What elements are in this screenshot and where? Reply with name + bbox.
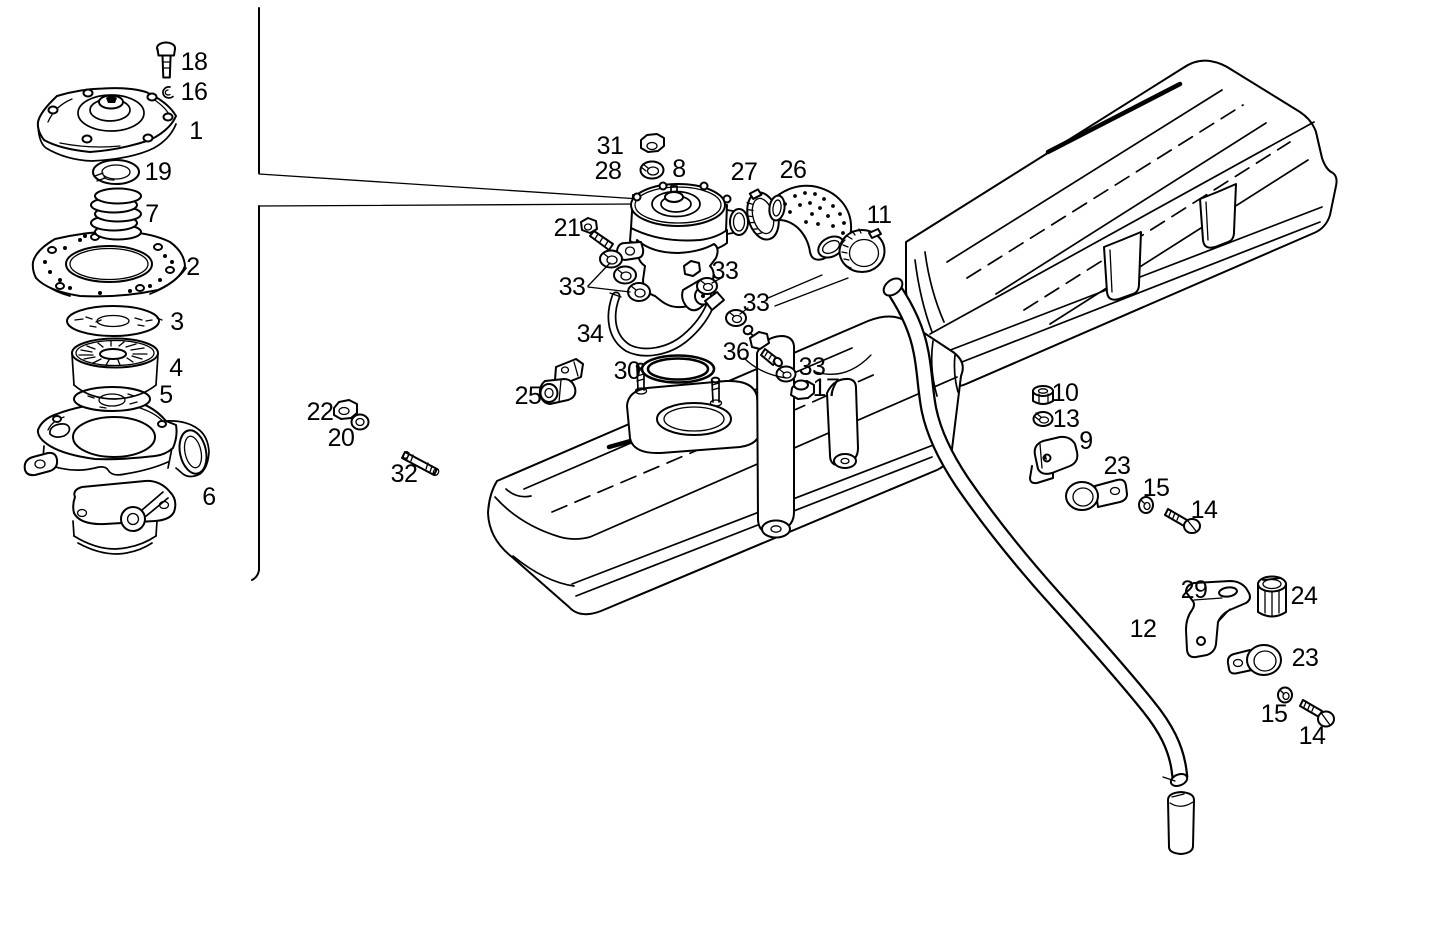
part-31-nut (640, 133, 665, 153)
part-6-pump-body (23, 399, 210, 555)
right-hardware (1029, 385, 1335, 728)
elbow-stipple (783, 191, 846, 235)
part-11-clamp-ring (838, 228, 886, 273)
part-label-7-4: 7 (145, 200, 158, 228)
part-label-34-22: 34 (577, 320, 604, 348)
leader-lines (587, 262, 872, 379)
part-label-23-32: 23 (1104, 452, 1131, 480)
part-28-washer (639, 160, 665, 180)
part-label-32-28: 32 (391, 460, 418, 488)
cover-strap-left (756, 335, 795, 539)
part-label-5-8: 5 (159, 381, 172, 409)
part-18-bolt (156, 41, 176, 79)
part-1-top-cover (36, 87, 177, 162)
part-label-6-9: 6 (202, 483, 215, 511)
cover-strap-right (826, 377, 859, 469)
part-10-nut (1032, 385, 1054, 405)
part-label-4-7: 4 (169, 354, 183, 382)
part-label-22-26: 22 (307, 398, 334, 426)
part-label-33-17: 33 (559, 273, 586, 301)
part-label-2-5: 2 (186, 253, 199, 281)
part-14-bolt-lower (1299, 699, 1335, 728)
part-32-stud (401, 451, 440, 476)
part-33-washer-mid (696, 277, 718, 295)
part-label-14-34: 14 (1191, 496, 1218, 524)
part-9-bracket (1029, 435, 1079, 485)
valve-cover-front (487, 315, 964, 616)
part-label-30-23: 30 (614, 357, 641, 385)
part-13-washer (1032, 411, 1054, 427)
part-label-33-18: 33 (712, 257, 739, 285)
part-33-washer-cover (775, 365, 797, 383)
part-label-13-30: 13 (1053, 405, 1080, 433)
part-36-breather-valve (742, 324, 783, 368)
part-17-cap-nut (790, 379, 815, 400)
part-22-nut (333, 399, 358, 420)
part-label-8-12: 8 (672, 155, 685, 183)
part-label-24-36: 24 (1291, 582, 1318, 610)
part-label-16-1: 16 (181, 78, 208, 106)
part-label-31-10: 31 (597, 132, 624, 160)
part-25-fitting (538, 358, 584, 405)
part-label-15-38: 15 (1261, 700, 1288, 728)
valve-cover-rear (905, 59, 1338, 388)
part-label-29-35: 29 (1181, 576, 1208, 604)
part-24-sleeve (1257, 575, 1287, 618)
part-label-17-21: 17 (813, 374, 840, 402)
part-label-12-40: 12 (1130, 615, 1157, 643)
part-label-33-19: 33 (743, 289, 770, 317)
detail-separator (251, 7, 641, 581)
part-label-20-27: 20 (328, 424, 355, 452)
part-33-washers-upper (599, 249, 651, 302)
part-15-washer-lower (1277, 686, 1293, 704)
part-label-18-0: 18 (181, 48, 208, 76)
part-8-breather-pump (616, 181, 749, 312)
part-label-14-39: 14 (1299, 722, 1326, 750)
part-label-3-6: 3 (170, 308, 183, 336)
part-7-spring (90, 187, 142, 241)
part-29-bracket (1185, 580, 1251, 659)
part-label-33-20: 33 (799, 353, 826, 381)
part-label-19-3: 19 (145, 158, 172, 186)
part-label-23-37: 23 (1292, 644, 1319, 672)
part-2-gasket (31, 230, 187, 298)
part-label-1-2: 1 (189, 117, 202, 145)
part-label-15-33: 15 (1143, 474, 1170, 502)
part-15-washer-upper (1138, 496, 1154, 514)
part-label-27-13: 27 (731, 158, 758, 186)
pump-assembly (333, 133, 886, 476)
part-30-gasket-ring (640, 354, 716, 384)
part-21-bolt (580, 217, 614, 251)
part-26-elbow-hose (768, 184, 853, 261)
part-label-10-29: 10 (1052, 379, 1079, 407)
part-16-clip (162, 86, 174, 99)
part-label-21-16: 21 (554, 214, 581, 242)
part-23-clamp-lower (1226, 644, 1282, 676)
part-label-9-31: 9 (1079, 427, 1092, 455)
breather-pipe (882, 277, 1195, 855)
part-4-filter-element (71, 337, 159, 400)
part-label-11-15: 11 (867, 201, 892, 229)
part-label-25-25: 25 (515, 382, 542, 410)
part-19-ring (92, 159, 140, 185)
mounting-stud-right (709, 376, 723, 407)
part-label-26-14: 26 (780, 156, 807, 184)
part-34-hose (607, 291, 725, 357)
pipe-end-sleeve (1167, 791, 1195, 855)
part-3-valve-disc (66, 305, 163, 337)
part-23-clamp-upper (1065, 478, 1128, 511)
part-14-bolt-upper (1164, 508, 1201, 534)
part-20-washer (350, 413, 370, 431)
part-label-28-11: 28 (595, 157, 622, 185)
exploded-breather-stack (23, 41, 210, 555)
part-label-36-24: 36 (723, 338, 750, 366)
